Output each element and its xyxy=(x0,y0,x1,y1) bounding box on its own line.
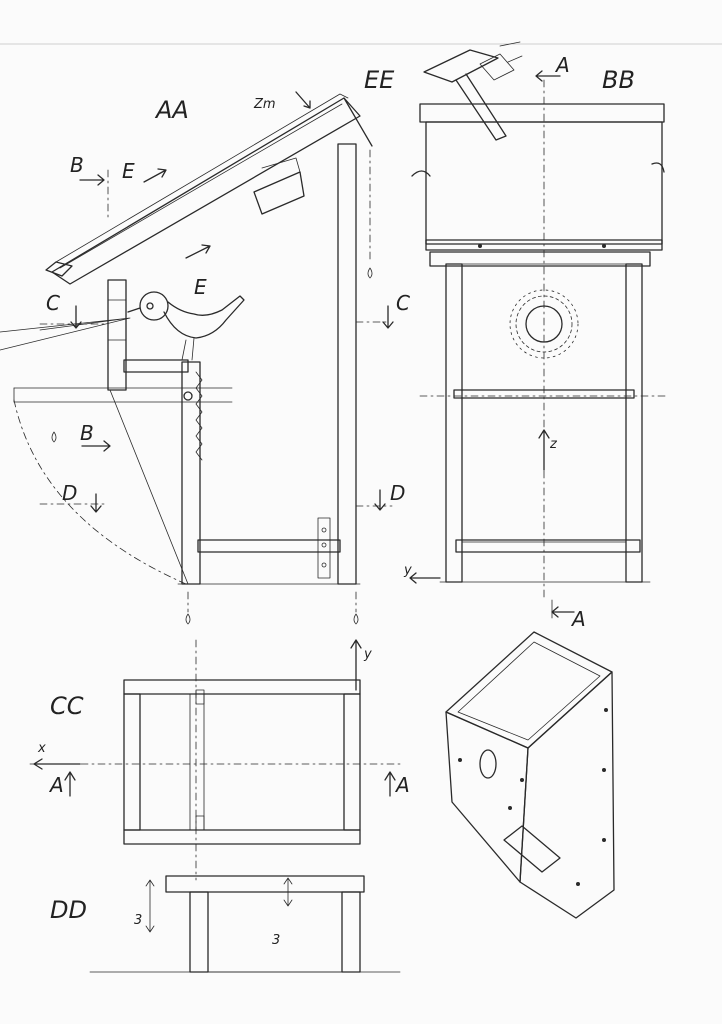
side-post-right xyxy=(625,263,643,583)
view-bb: z y A BB xyxy=(403,66,669,631)
view-ee-detail: EE A xyxy=(364,41,570,141)
cc-bottom-board xyxy=(123,829,361,845)
side-post-left xyxy=(445,263,463,583)
cc-top-board xyxy=(123,679,361,695)
roof-edge-line xyxy=(55,93,349,263)
iso-front-face xyxy=(445,711,529,883)
cc-right-wall xyxy=(343,693,361,831)
section-mark-d-right: D xyxy=(390,481,405,505)
axis-y-label-cc: y xyxy=(363,647,372,662)
section-mark-e-bird: E xyxy=(194,275,207,299)
perch-board xyxy=(123,359,189,373)
axis-y-label-bb: y xyxy=(403,563,412,578)
dd-panel xyxy=(207,891,343,973)
section-mark-c-left: C xyxy=(46,291,60,315)
view-cc: y x A A CC xyxy=(29,639,410,881)
view-label-ee: EE xyxy=(364,66,395,94)
view-label-aa: AA xyxy=(154,96,189,124)
dd-right-wall xyxy=(341,891,361,973)
iso-side-face xyxy=(519,671,615,919)
roof-front-edge xyxy=(419,103,665,123)
section-mark-c-right: C xyxy=(396,291,410,315)
section-mark-a-cc-left: A xyxy=(48,773,64,797)
view-aa: AA Zm B E E C C B D D xyxy=(0,91,410,625)
roof-board xyxy=(51,97,361,285)
cc-divider xyxy=(189,693,205,831)
dd-left-wall xyxy=(189,891,209,973)
iso-perch xyxy=(503,825,561,873)
section-mark-b-top: B xyxy=(70,153,84,177)
dd-thickness-center: 3 xyxy=(272,933,280,948)
cc-left-wall xyxy=(123,693,141,831)
hinge-plate xyxy=(317,517,331,579)
bird-illustration xyxy=(127,291,245,361)
view-label-cc: CC xyxy=(50,692,84,720)
section-mark-d-left: D xyxy=(62,481,77,505)
section-mark-b-bottom: B xyxy=(80,421,94,445)
iso-entrance-hole xyxy=(479,749,497,779)
view-dd: 3 3 DD xyxy=(50,875,401,973)
roof-overhang-dimension: Zm xyxy=(253,97,276,112)
section-mark-a-bottom: A xyxy=(570,607,586,631)
view-label-dd: DD xyxy=(50,896,87,924)
view-label-bb: BB xyxy=(602,66,635,94)
floor-board xyxy=(197,539,341,553)
isometric-view xyxy=(445,631,615,919)
section-mark-a-cc-right: A xyxy=(394,773,410,797)
axis-x-label: x xyxy=(37,741,46,756)
section-mark-e-top: E xyxy=(122,159,135,183)
axis-z-label: z xyxy=(549,437,558,452)
front-wall-upper xyxy=(107,279,127,391)
section-mark-a-top: A xyxy=(554,53,570,77)
dd-thickness-left: 3 xyxy=(134,913,142,928)
rear-wall xyxy=(337,143,357,585)
iso-top-opening xyxy=(445,631,613,749)
